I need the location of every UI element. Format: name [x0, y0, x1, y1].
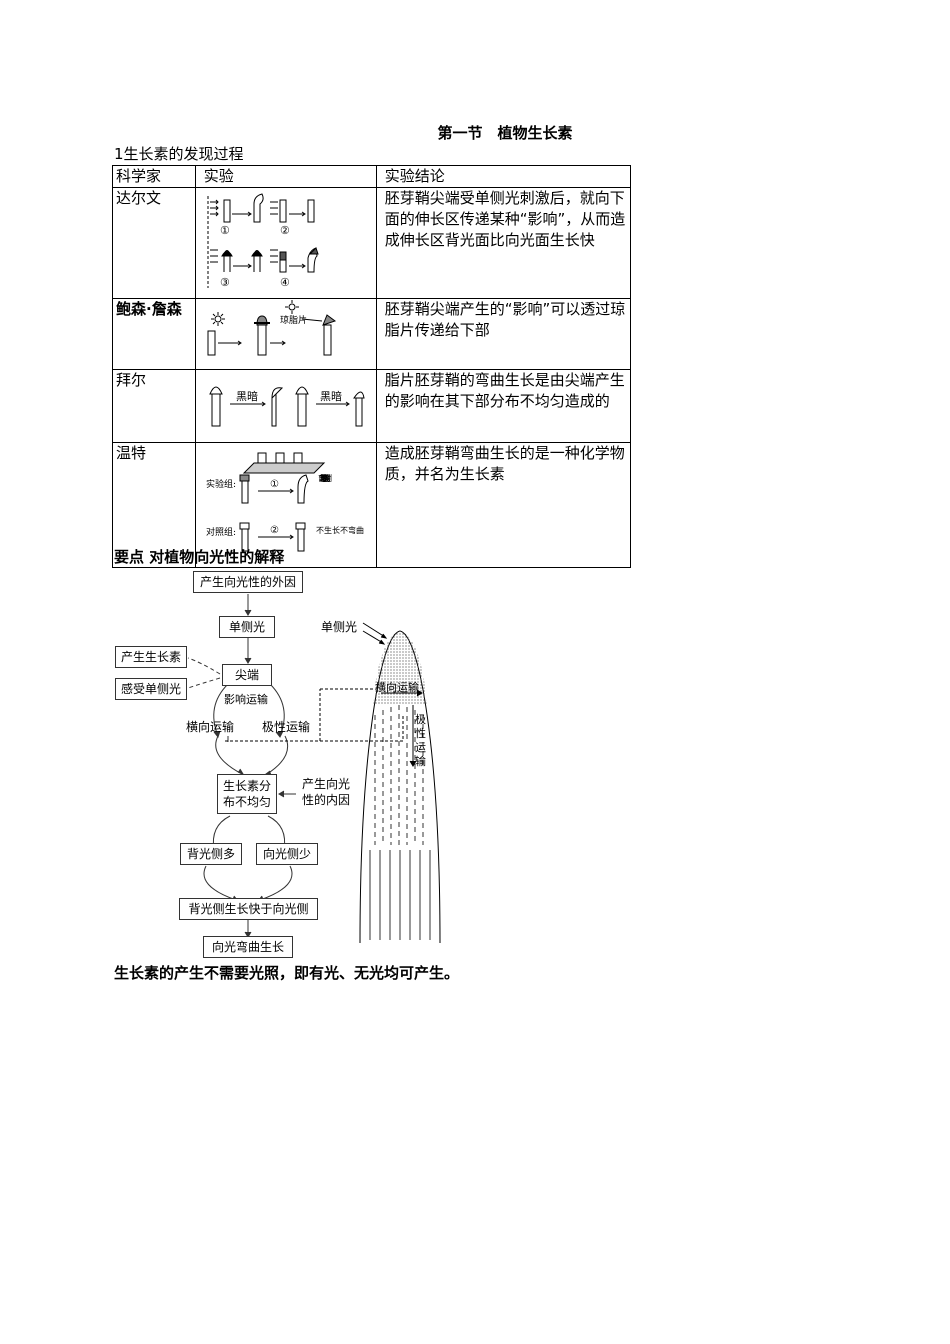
discovery-table: 科学家 实验 实验结论 达尔文 — [112, 165, 632, 568]
uneven-line-1: 生长素分 — [222, 779, 271, 793]
conclusion-cell: 造成胚芽鞘弯曲生长的是一种化学物质，并名为生长素 — [375, 442, 632, 568]
shoot-tip-figure: 单侧光 横向运输 极 性 运 输 — [225, 620, 441, 944]
went-label-result-2: 不生长不弯曲 — [316, 525, 364, 535]
scientist-cell: 达尔文 — [112, 187, 196, 299]
uneven-line-2: 布不均匀 — [222, 795, 271, 809]
conclusion-cell: 胚芽鞘尖端产生的“影响”可以透过琼脂片传递给下部 — [375, 298, 632, 370]
boysen-jensen-label: 琼脂片 — [280, 314, 307, 326]
label-lateral-transport: 横向运输 — [186, 720, 235, 734]
shoot-lateral-label: 横向运输 — [375, 680, 419, 694]
went-label-result-1: 弯向放琼脂块的对侧 — [318, 473, 332, 483]
went-label-control: 对照组: — [206, 526, 236, 538]
experiment-figure-paal: 黑暗 黑暗 — [194, 369, 377, 443]
footer-note: 生长素的产生不需要光照，即有光、无光均可产生。 — [114, 964, 460, 982]
table-row: 鲍森·詹森 琼脂片 — [112, 298, 632, 370]
internal-line-2: 性的内因 — [302, 793, 351, 807]
section-heading: 1生长素的发现过程 — [114, 145, 244, 163]
darwin-label-1: ① — [220, 224, 230, 237]
darwin-figure: ① ② ③ ④ — [207, 193, 319, 289]
boysen-jensen-figure: 琼脂片 — [207, 300, 336, 356]
shoot-polar-label-4: 输 — [415, 754, 426, 768]
box-uneven-distribution: 生长素分 布不均匀 — [217, 774, 277, 814]
header-experiment: 实验 — [194, 165, 377, 188]
page-title: 第一节 植物生长素 — [437, 124, 573, 142]
conclusion-cell: 胚芽鞘尖端受单侧光刺激后，就向下面的伸长区传递某种“影响”，从而造成伸长区背光面… — [375, 187, 632, 299]
header-experiment-label: 实验 — [203, 167, 234, 185]
shoot-light-label: 单侧光 — [321, 620, 357, 634]
shoot-polar-label-3: 运 — [415, 741, 426, 754]
scientist-cell: 拜尔 — [112, 369, 196, 443]
darwin-label-3: ③ — [220, 276, 230, 289]
label-internal-cause: 产生向光 性的内因 — [302, 776, 350, 808]
went-label-1: ① — [270, 479, 279, 490]
box-tip: 尖端 — [222, 664, 272, 686]
went-label-experimental: 实验组: — [206, 478, 236, 490]
conclusion-cell: 脂片胚芽鞘的弯曲生长是由尖端产生的影响在其下部分布不均匀造成的 — [375, 369, 632, 443]
table-row: 达尔文 — [112, 187, 632, 299]
key-point-heading: 要点 对植物向光性的解释 — [114, 548, 285, 566]
experiment-figure-went: 实验组: ① 弯向放琼脂块的对侧 对照组: ② 不生长不弯曲 — [194, 442, 377, 568]
darwin-label-2: ② — [280, 224, 290, 237]
darwin-label-4: ④ — [280, 276, 290, 289]
scientist-cell: 鲍森·詹森 — [112, 298, 196, 370]
went-figure: 实验组: ① 弯向放琼脂块的对侧 对照组: ② 不生长不弯曲 — [206, 452, 364, 552]
box-external-cause: 产生向光性的外因 — [193, 571, 303, 593]
experiment-figure-boysen-jensen: 琼脂片 — [194, 298, 377, 370]
scientist-cell: 温特 — [112, 442, 196, 568]
box-unilateral-light: 单侧光 — [219, 616, 275, 638]
table-row: 温特 实验组: ① — [112, 442, 632, 568]
shoot-polar-label-2: 性 — [415, 726, 426, 740]
box-sense-light: 感受单侧光 — [115, 678, 187, 700]
label-influence-transport: 影响运输 — [224, 693, 268, 706]
box-shade-faster: 背光侧生长快于向光侧 — [179, 898, 318, 920]
header-scientist: 科学家 — [112, 165, 196, 188]
table-row: 拜尔 黑暗 黑暗 脂片胚芽鞘的弯曲生长是由尖端产生的影响 — [112, 369, 632, 443]
shoot-polar-label-1: 极 — [415, 712, 426, 726]
paal-label-dark-2: 黑暗 — [320, 389, 342, 403]
experiment-figure-darwin: ① ② ③ ④ — [194, 187, 377, 299]
table-header-row: 科学家 实验 实验结论 — [112, 165, 632, 188]
paal-figure: 黑暗 黑暗 — [209, 386, 365, 427]
paal-label-dark-1: 黑暗 — [236, 389, 258, 403]
box-light-less: 向光侧少 — [256, 843, 318, 865]
went-label-2: ② — [270, 525, 279, 536]
header-conclusion: 实验结论 — [375, 165, 632, 188]
box-bend-to-light: 向光弯曲生长 — [203, 936, 293, 958]
box-shade-more: 背光侧多 — [180, 843, 242, 865]
label-polar-transport: 极性运输 — [262, 720, 311, 734]
internal-line-1: 产生向光 — [302, 777, 351, 791]
box-produce-auxin: 产生生长素 — [115, 646, 187, 668]
